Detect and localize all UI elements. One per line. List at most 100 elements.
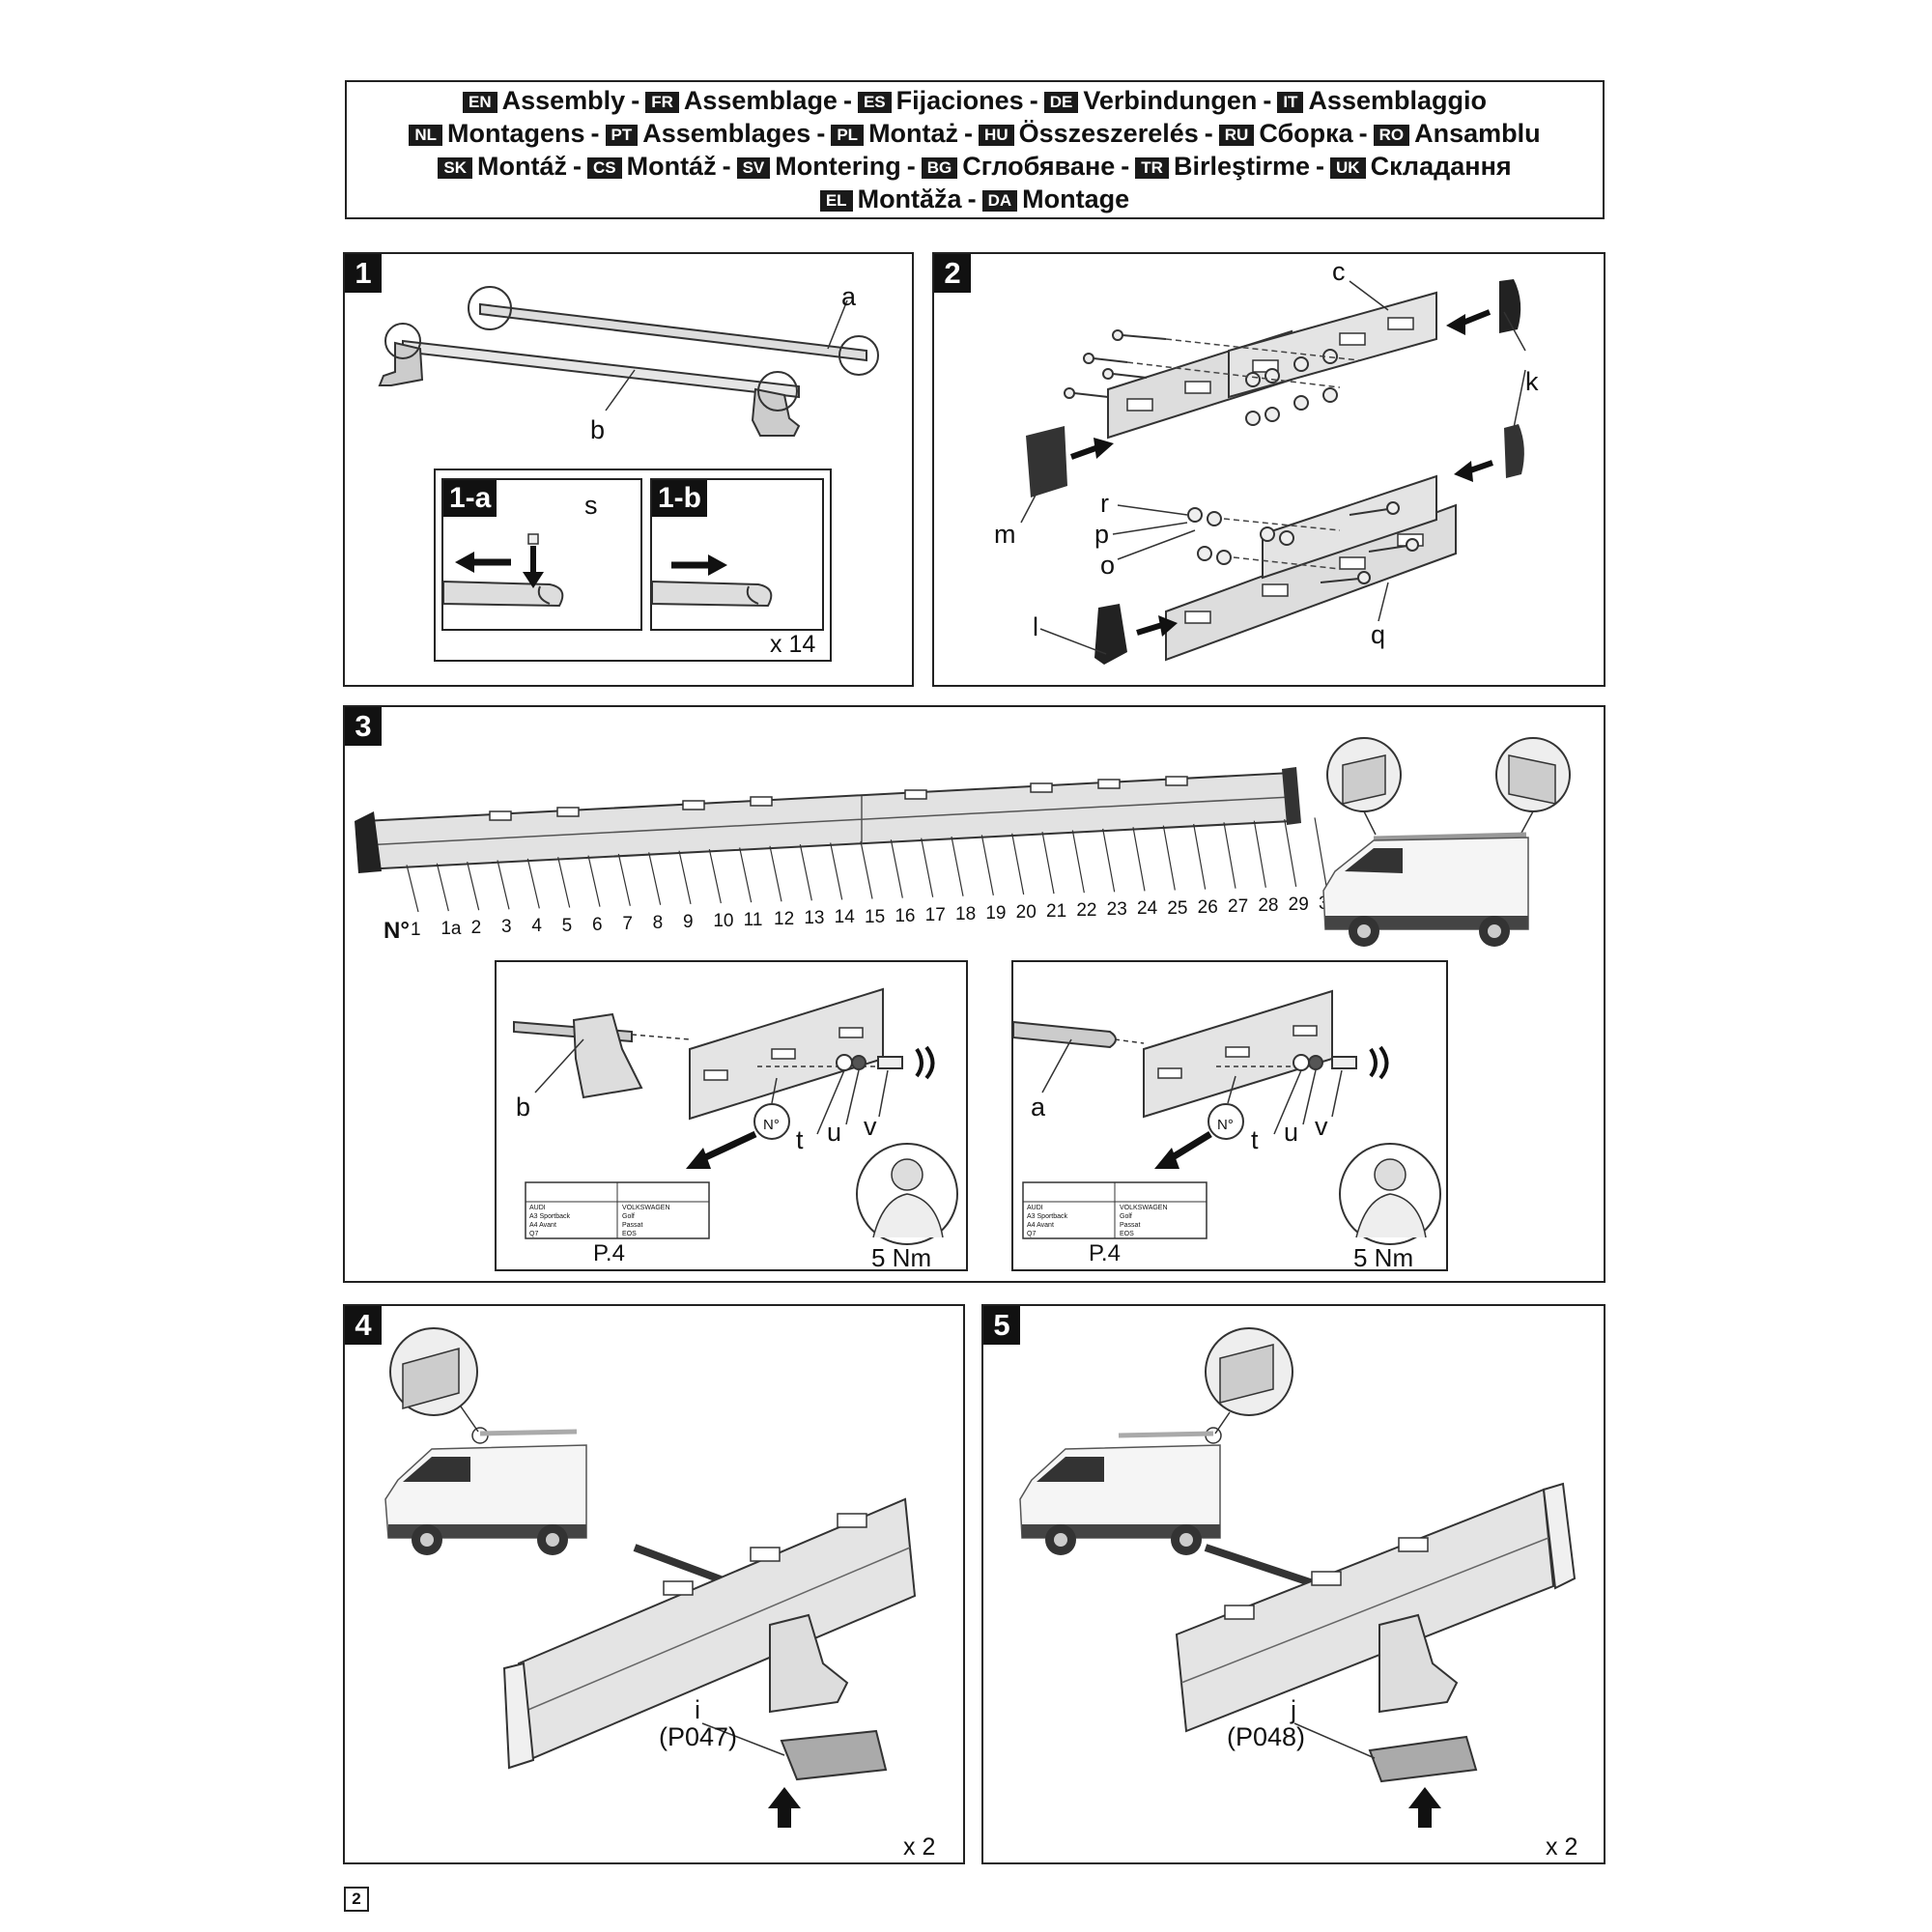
language-code-badge: DE: [1043, 92, 1079, 113]
position-number: 9: [683, 911, 694, 932]
position-number: 28: [1258, 895, 1279, 916]
step-3-detail-right: a N° t u v AUDI A3 Sportback A4 Avant Q7…: [1011, 960, 1448, 1271]
label-l: l: [1033, 612, 1038, 641]
position-leader: [1071, 830, 1085, 894]
language-title: Montaż: [868, 119, 959, 148]
position-number: 17: [924, 904, 946, 925]
position-leader: [587, 855, 601, 907]
position-number: 19: [985, 902, 1007, 923]
title-separator: -: [906, 152, 916, 181]
torque-value: 5 Nm: [871, 1243, 932, 1272]
position-number: 1: [411, 920, 421, 940]
title-separator: -: [590, 119, 600, 148]
step-number: 2: [934, 254, 971, 293]
quantity-label: x 14: [770, 631, 816, 658]
position-number: 2: [470, 918, 482, 939]
fitting-table-right: VOLKSWAGEN Golf Passat EOS: [622, 1204, 670, 1238]
position-leader: [739, 847, 753, 903]
language-code-badge: NL: [409, 125, 442, 146]
position-number: 10: [713, 911, 734, 931]
position-leader: [1193, 823, 1207, 890]
title-separator: -: [816, 119, 826, 148]
title-separator: -: [967, 185, 977, 213]
title-separator: -: [1121, 152, 1130, 181]
bolt-assembly-b-illustration: [513, 987, 958, 1245]
page-number: 2: [344, 1887, 369, 1912]
roof-bars-illustration: [378, 286, 879, 437]
table-row: Golf: [622, 1213, 635, 1220]
language-code-badge: SV: [736, 157, 771, 179]
step-1-inset: 1-a s 1-b x 14: [434, 469, 832, 662]
position-number-label: N°: [384, 918, 410, 944]
position-number: 5: [561, 915, 573, 936]
position-leader: [1314, 817, 1327, 887]
position-number: 24: [1137, 898, 1158, 920]
table-brand: VOLKSWAGEN: [1120, 1205, 1168, 1211]
table-row: Q7: [1027, 1231, 1037, 1237]
position-leader: [1284, 818, 1297, 888]
position-leader: [436, 863, 449, 912]
step-number: 5: [983, 1306, 1020, 1345]
step-number: 1: [345, 254, 382, 293]
position-leader: [678, 850, 692, 905]
language-code-badge: FR: [645, 92, 679, 113]
part-code: (P047): [659, 1722, 738, 1751]
language-title: Montáž: [626, 152, 717, 181]
fitting-table-left: AUDI A3 Sportback A4 Avant Q7: [529, 1204, 570, 1238]
table-row: Golf: [1120, 1213, 1132, 1220]
position-leader: [921, 838, 934, 897]
position-leader: [1132, 827, 1146, 892]
position-number: 23: [1106, 899, 1127, 921]
position-leader: [1253, 820, 1266, 888]
position-leader-lines: [406, 817, 1327, 913]
label-r: r: [1100, 489, 1109, 518]
language-title: Montáž: [476, 152, 567, 181]
title-separator: -: [631, 86, 640, 115]
title-separator: -: [722, 152, 731, 181]
step-5-panel: 5 j (P048) x 2: [981, 1304, 1605, 1864]
label-s: s: [584, 491, 598, 520]
position-leader: [1011, 833, 1025, 895]
table-row: A3 Sportback: [1027, 1213, 1068, 1220]
front-cap-install-illustration: [384, 1327, 917, 1828]
title-separator: -: [1204, 119, 1213, 148]
step-4-panel: 4 i (P047) x 2: [343, 1304, 965, 1864]
position-number: 11: [743, 910, 763, 931]
inset-1b: 1-b: [650, 478, 824, 631]
language-title: Assemblaggio: [1308, 86, 1487, 115]
position-number: 15: [865, 906, 886, 927]
title-separator: -: [1316, 152, 1325, 181]
position-leader: [860, 840, 873, 899]
language-code-badge: DA: [981, 190, 1018, 212]
language-code-badge: BG: [921, 157, 958, 179]
position-leader: [1162, 825, 1176, 891]
position-leader: [1102, 828, 1116, 893]
fitting-table-right: VOLKSWAGEN Golf Passat EOS: [1120, 1204, 1168, 1238]
bolt-assembly-a-illustration: [1012, 989, 1441, 1245]
label-c: c: [1332, 257, 1346, 286]
table-row: Passat: [1120, 1222, 1141, 1229]
label-q: q: [1371, 620, 1386, 649]
title-separator: -: [842, 86, 852, 115]
table-row: Passat: [622, 1222, 643, 1229]
table-brand: AUDI: [529, 1205, 546, 1211]
language-code-badge: PT: [605, 125, 639, 146]
language-title: Montăža: [857, 185, 962, 213]
label-m: m: [994, 520, 1016, 549]
language-code-badge: RU: [1218, 125, 1255, 146]
language-code-badge: UK: [1330, 157, 1366, 179]
title-separator: -: [1263, 86, 1272, 115]
step-2-panel: 2: [932, 252, 1605, 687]
inset-1a-label: 1-a: [443, 480, 497, 517]
position-leader: [617, 853, 631, 906]
inset-1a: 1-a s: [441, 478, 642, 631]
language-title: Montering: [775, 152, 901, 181]
position-number: 21: [1046, 901, 1067, 923]
language-code-badge: ES: [857, 92, 892, 113]
language-title: Сглобяване: [962, 152, 1116, 181]
position-leader: [1223, 822, 1236, 889]
position-leader: [980, 835, 994, 896]
language-code-badge: RO: [1373, 125, 1410, 146]
